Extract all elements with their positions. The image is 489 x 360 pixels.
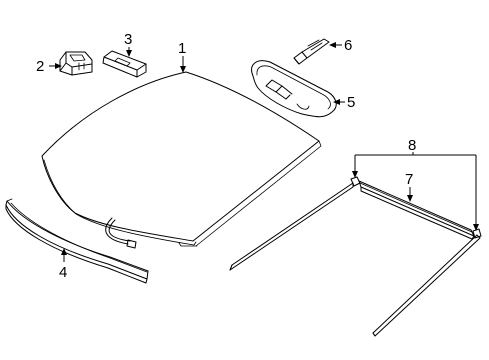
callout-1: 1 (178, 40, 186, 57)
callout-6: 6 (344, 37, 352, 54)
leader-lines (49, 42, 479, 262)
mirror-mount (293, 38, 330, 65)
lower-molding (5, 198, 149, 284)
upper-molding (358, 180, 475, 240)
bracket (102, 50, 147, 78)
clip-left (59, 51, 93, 76)
callout-5: 5 (347, 94, 355, 111)
callout-3: 3 (124, 31, 132, 48)
callout-2: 2 (36, 58, 44, 75)
sensor-cable (105, 217, 137, 249)
callout-4: 4 (59, 264, 67, 281)
side-molding-set (229, 176, 482, 337)
callout-8: 8 (408, 137, 416, 154)
rearview-mirror (251, 60, 337, 118)
windshield-glass (41, 71, 322, 247)
callout-7: 7 (405, 171, 413, 188)
